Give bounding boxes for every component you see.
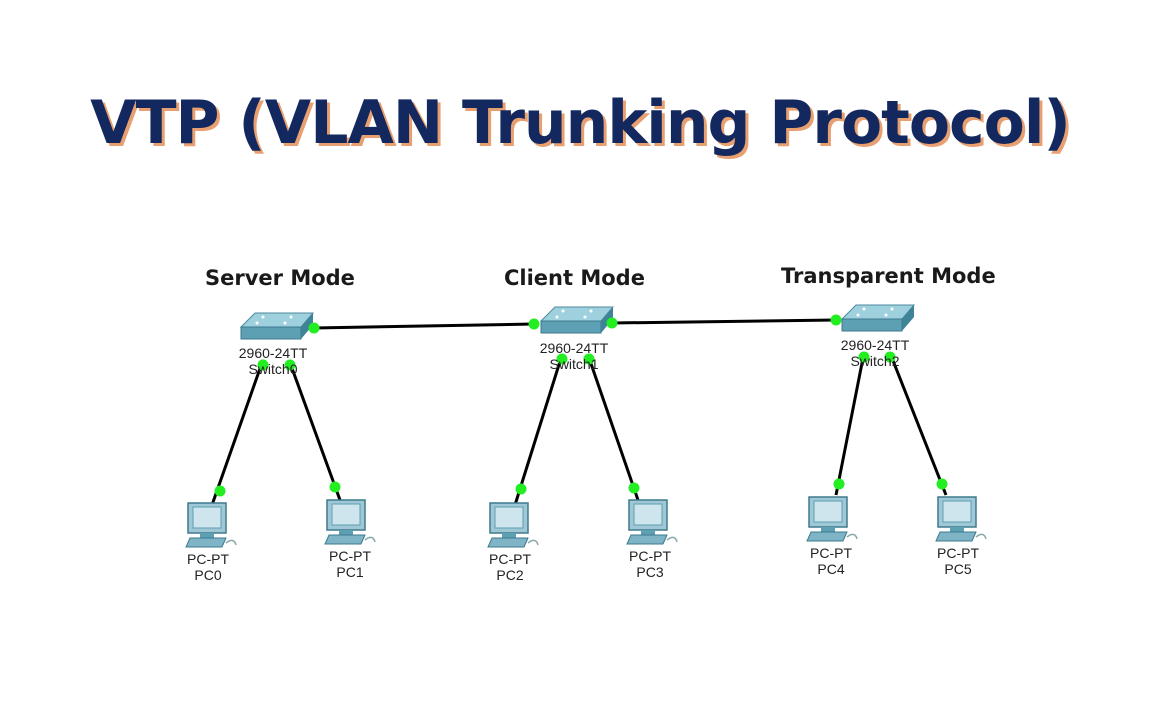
page-title: VTP (VLAN Trunking Protocol) — [90, 88, 1071, 158]
link-switch0-pc1[interactable] — [287, 359, 342, 501]
pc-icon[interactable] — [487, 502, 539, 548]
pc-model: PC-PT — [810, 545, 852, 561]
switch-name: Switch2 — [850, 353, 900, 369]
pc-name: PC2 — [496, 567, 524, 583]
link-switch1-pc3[interactable] — [586, 354, 640, 501]
switch-label: 2960-24TT Switch1 — [540, 340, 608, 372]
link-switch1-switch2[interactable] — [611, 318, 837, 325]
link-switch2-pc4[interactable] — [834, 352, 866, 496]
switch-name: Switch1 — [549, 356, 599, 372]
port-up-dot — [515, 483, 527, 495]
pc-label: PC-PT PC2 — [489, 551, 531, 583]
pc-icon[interactable] — [806, 496, 858, 542]
mode-label-client: Client Mode — [504, 266, 645, 290]
pc-model: PC-PT — [489, 551, 531, 567]
port-up-dot — [583, 353, 595, 365]
pc-name: PC5 — [944, 561, 972, 577]
pc-model: PC-PT — [629, 548, 671, 564]
mode-label-server: Server Mode — [205, 266, 355, 290]
port-up-dot — [329, 481, 341, 493]
switch-icon[interactable] — [840, 304, 916, 332]
port-up-dot — [528, 318, 540, 330]
switch-model: 2960-24TT — [539, 340, 609, 356]
port-up-dot — [308, 322, 320, 334]
pc-label: PC-PT PC4 — [810, 545, 852, 577]
port-up-dot — [628, 482, 640, 494]
switch-icon[interactable] — [239, 312, 315, 340]
switch-label: 2960-24TT Switch0 — [239, 345, 307, 377]
pc-label: PC-PT PC1 — [329, 548, 371, 580]
port-up-dot — [606, 317, 618, 329]
pc-icon[interactable] — [185, 502, 237, 548]
port-up-dot — [214, 485, 226, 497]
port-up-dot — [833, 478, 845, 490]
pc-model: PC-PT — [937, 545, 979, 561]
pc-icon[interactable] — [935, 496, 987, 542]
port-up-dot — [830, 314, 842, 326]
pc-label: PC-PT PC5 — [937, 545, 979, 577]
pc-model: PC-PT — [187, 551, 229, 567]
switch-name: Switch0 — [248, 361, 298, 377]
link-switch1-pc2[interactable] — [513, 354, 564, 506]
switch-label: 2960-24TT Switch2 — [841, 337, 909, 369]
pc-icon[interactable] — [626, 499, 678, 545]
link-switch0-pc0[interactable] — [210, 359, 265, 506]
pc-label: PC-PT PC3 — [629, 548, 671, 580]
port-up-dot — [858, 351, 870, 363]
link-switch0-switch1[interactable] — [313, 322, 535, 330]
port-up-dot — [936, 478, 948, 490]
port-up-dot — [284, 359, 296, 371]
switch-model: 2960-24TT — [238, 345, 308, 361]
port-status-indicators — [214, 314, 948, 497]
link-switch2-pc5[interactable] — [888, 352, 948, 496]
pc-name: PC3 — [636, 564, 664, 580]
pc-name: PC0 — [194, 567, 222, 583]
switch-model: 2960-24TT — [840, 337, 910, 353]
pc-name: PC4 — [817, 561, 845, 577]
port-up-dot — [556, 353, 568, 365]
pc-model: PC-PT — [329, 548, 371, 564]
mode-label-transparent: Transparent Mode — [781, 264, 996, 288]
pc-name: PC1 — [336, 564, 364, 580]
links — [210, 318, 948, 506]
pc-icon[interactable] — [324, 499, 376, 545]
switch-icon[interactable] — [539, 306, 615, 334]
pc-label: PC-PT PC0 — [187, 551, 229, 583]
port-up-dot — [257, 359, 269, 371]
port-up-dot — [884, 351, 896, 363]
